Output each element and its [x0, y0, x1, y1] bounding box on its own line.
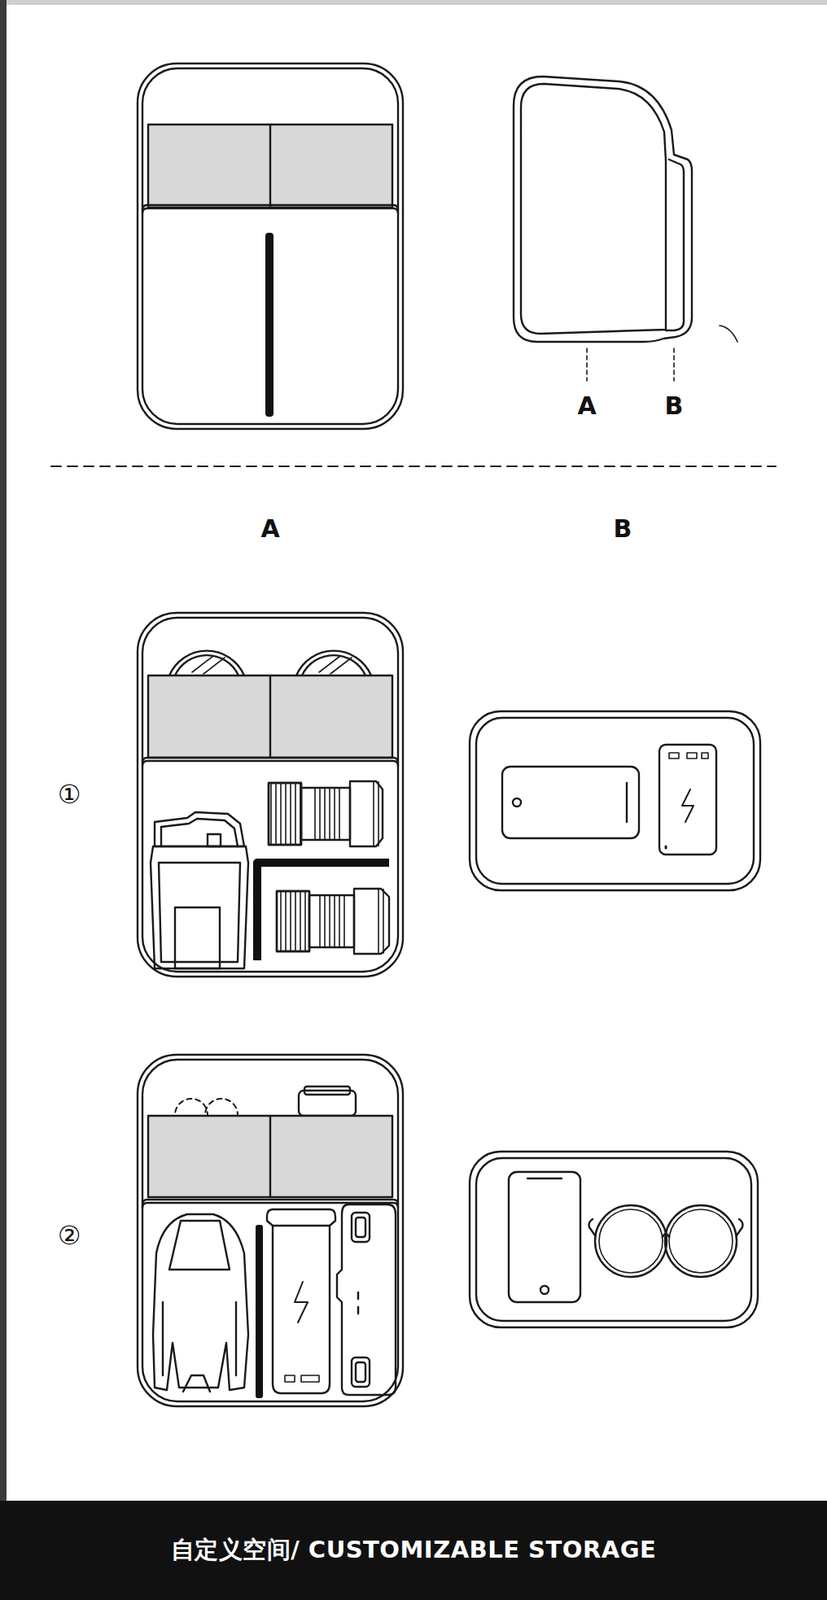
- column-header: B: [613, 516, 633, 542]
- row-number: ②: [57, 1222, 82, 1249]
- part-letter: A: [577, 393, 596, 419]
- footer-band: 自定义空间/ CUSTOMIZABLE STORAGE: [0, 1500, 827, 1600]
- column-header: A: [260, 516, 280, 542]
- part-letter: B: [665, 393, 684, 419]
- row-number: ①: [57, 781, 82, 808]
- footer-text: 自定义空间/ CUSTOMIZABLE STORAGE: [170, 1534, 657, 1567]
